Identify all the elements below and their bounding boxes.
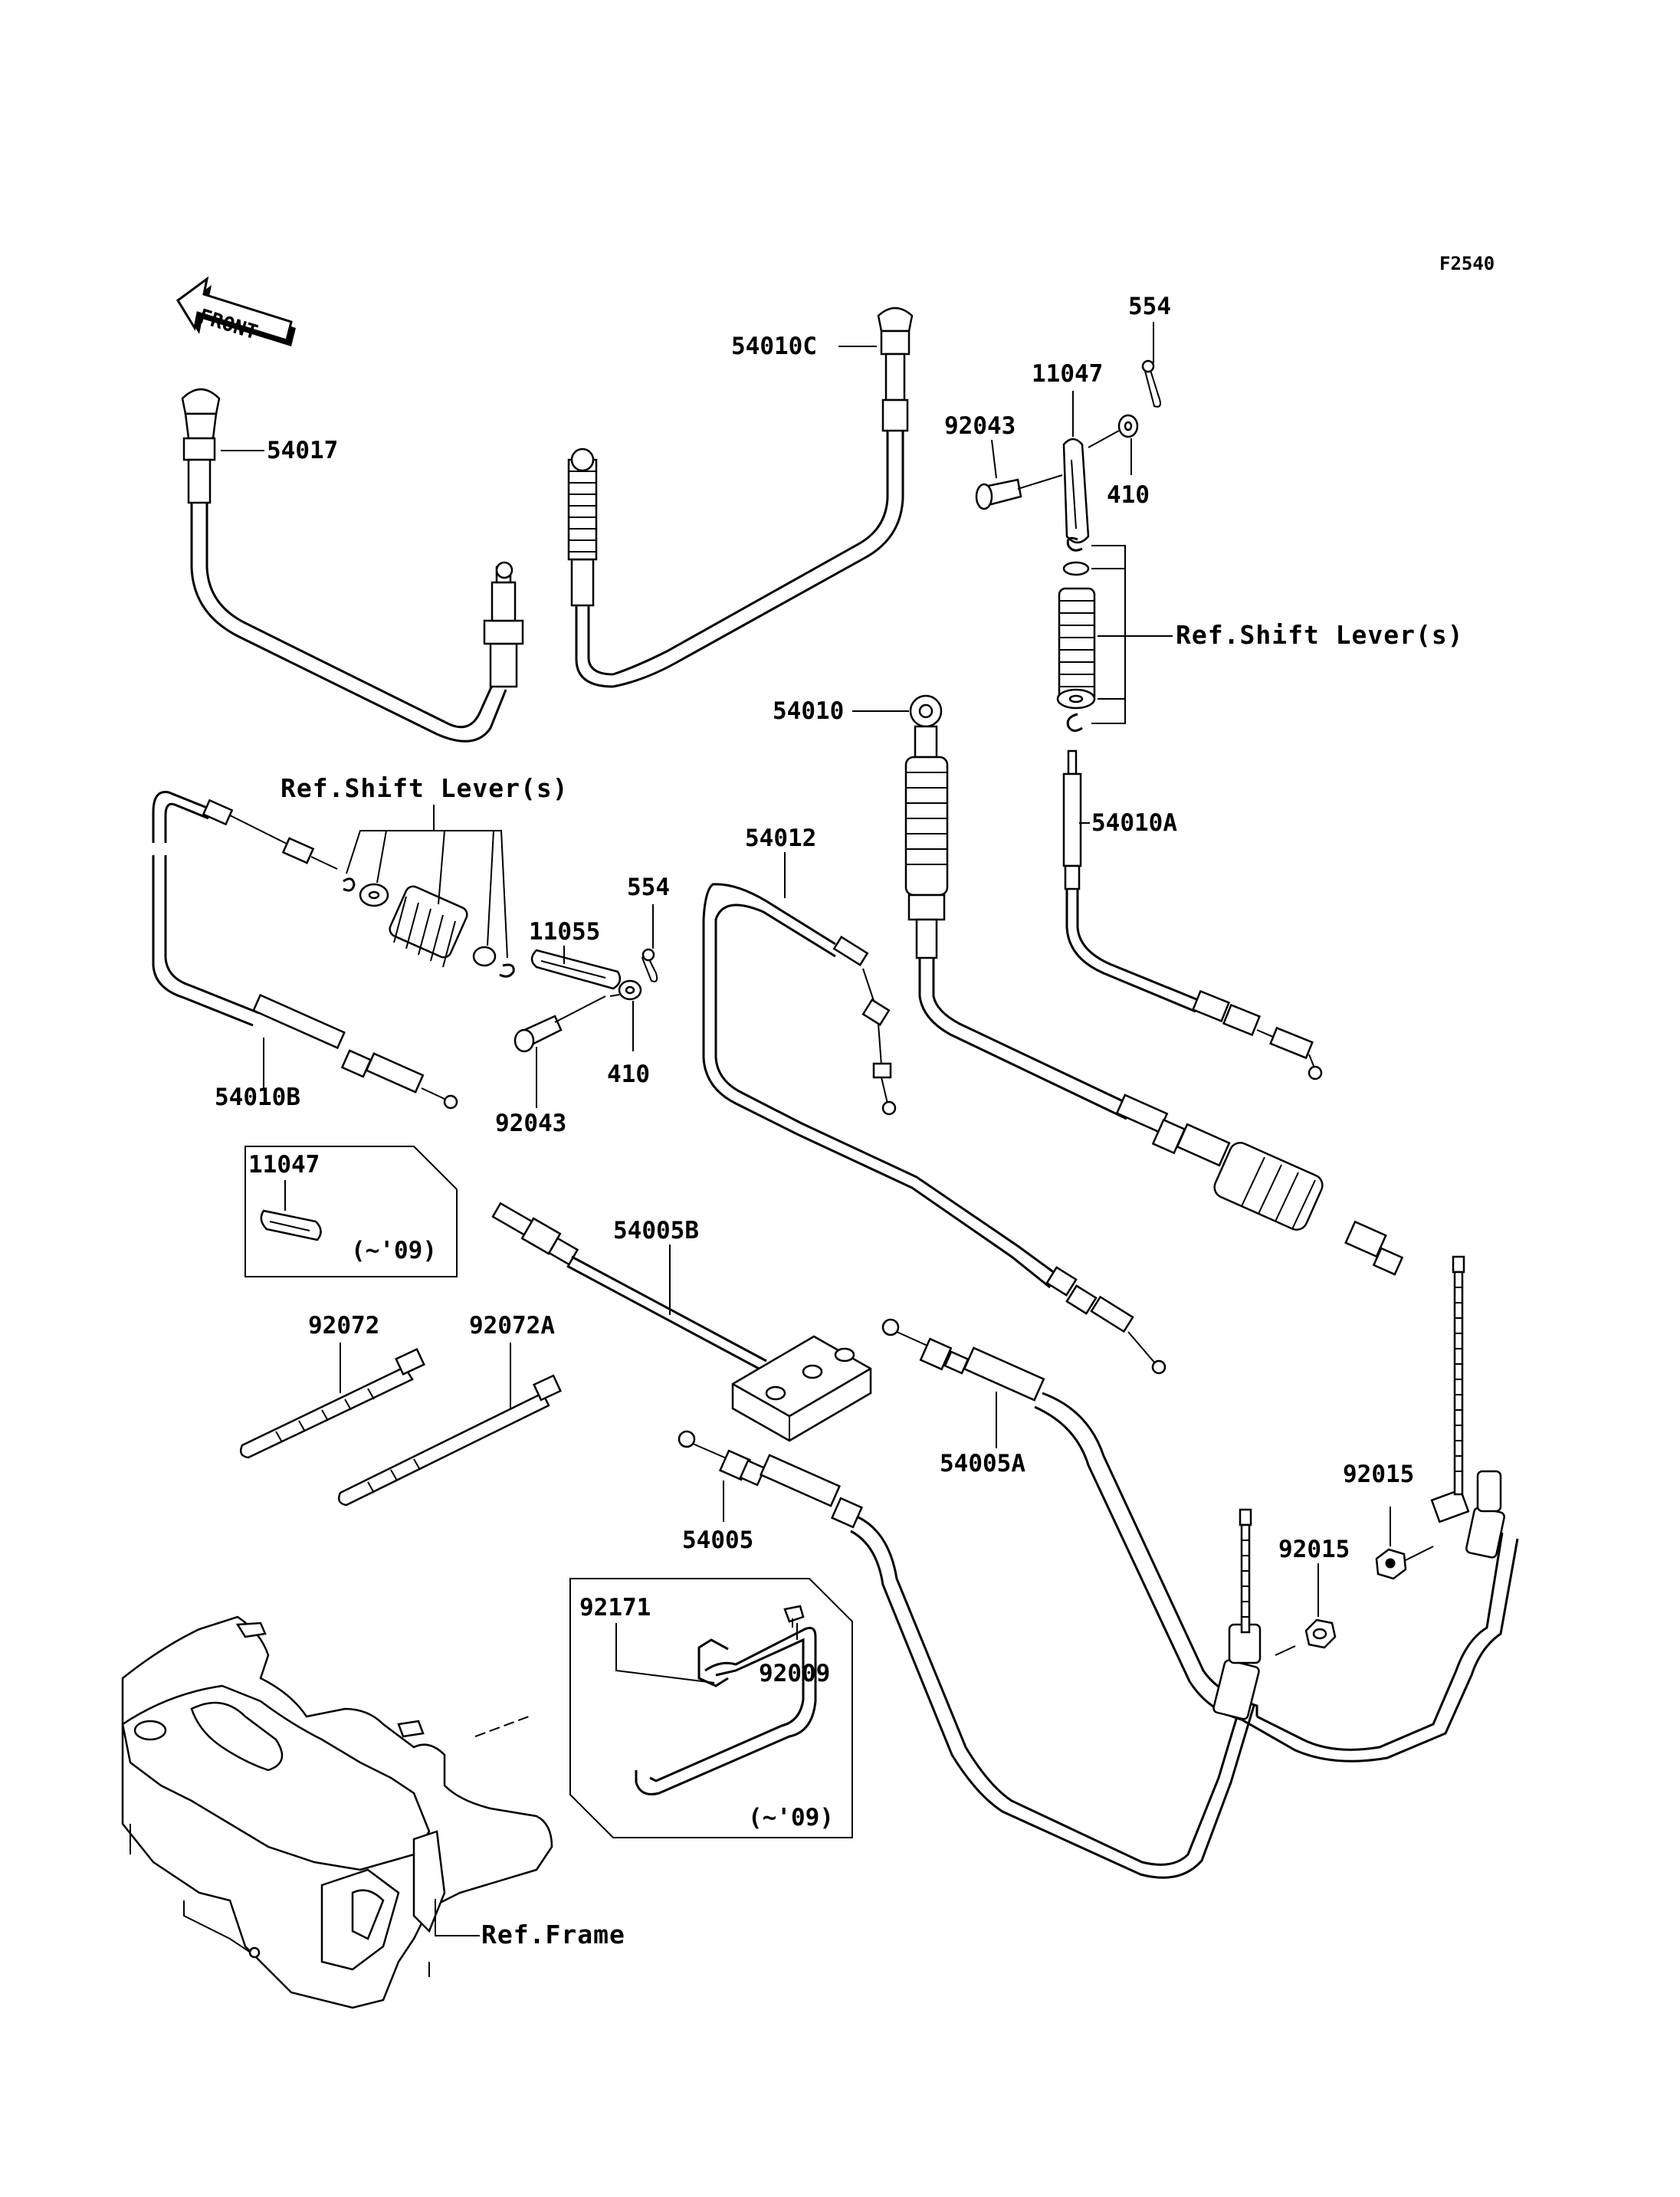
label-410-top: 410 [1107, 481, 1150, 509]
label-54010a: 54010A [1091, 809, 1177, 837]
inset-box-11047 [244, 1146, 458, 1277]
label-92043-top: 92043 [944, 412, 1016, 440]
spring-stack-right [1056, 536, 1096, 732]
label-54012: 54012 [745, 825, 816, 852]
label-54010: 54010 [773, 697, 844, 725]
pin-554-top [1141, 359, 1161, 408]
box1-note: (~'09) [351, 1237, 437, 1264]
pin-92043-mid [514, 1015, 563, 1053]
cable-54017 [181, 388, 524, 743]
label-11047-box: 11047 [248, 1151, 320, 1179]
label-92015-a: 92015 [1343, 1461, 1414, 1488]
label-92171: 92171 [579, 1594, 651, 1622]
label-92009: 92009 [759, 1660, 830, 1687]
label-54005a: 54005A [940, 1450, 1025, 1477]
label-92072a: 92072A [469, 1312, 555, 1340]
nut-92015-a [1375, 1548, 1407, 1580]
label-ref-shift-lever-right: Ref.Shift Lever(s) [1176, 620, 1464, 650]
cable-54010c [567, 307, 914, 688]
cable-54012 [702, 883, 1166, 1375]
pin-92043-top [975, 478, 1022, 510]
label-92072: 92072 [308, 1312, 379, 1340]
cable-junction-block [731, 1335, 872, 1442]
washer-410-top [1117, 414, 1139, 438]
label-54010b: 54010B [215, 1084, 300, 1111]
box2-note: (~'09) [748, 1804, 834, 1831]
spring-stack-left [343, 877, 515, 978]
front-arrow-icon: FRONT [176, 276, 296, 346]
cable-54010b [152, 791, 458, 1110]
lever-11047-top [1062, 438, 1090, 544]
nut-92015-b [1304, 1618, 1337, 1649]
vehicle-frame [121, 1615, 553, 2009]
label-554-top: 554 [1128, 293, 1171, 320]
tie-strap-92072 [240, 1348, 425, 1459]
label-ref-frame: Ref.Frame [481, 1920, 625, 1949]
label-ref-shift-lever-left: Ref.Shift Lever(s) [281, 773, 569, 803]
cable-54005 [678, 1430, 1262, 1879]
label-92043-mid: 92043 [495, 1110, 566, 1137]
pin-554-mid [641, 948, 658, 982]
cable-54010 [904, 694, 1404, 1276]
washer-410-mid [618, 979, 642, 1001]
label-11055: 11055 [529, 918, 600, 946]
label-410-mid: 410 [607, 1061, 650, 1088]
tie-strap-92072a [338, 1374, 562, 1507]
cable-54005a [881, 1255, 1519, 1763]
label-54005: 54005 [682, 1526, 753, 1554]
cable-54010a [1062, 749, 1323, 1080]
label-92015-b: 92015 [1278, 1536, 1350, 1563]
label-54005b: 54005B [613, 1217, 699, 1244]
figure-code: F2540 [1439, 253, 1495, 274]
label-554-mid: 554 [627, 874, 670, 901]
label-54017: 54017 [267, 437, 338, 464]
lever-11055 [530, 949, 622, 990]
label-54010c: 54010C [731, 333, 817, 360]
label-11047-top: 11047 [1032, 360, 1103, 388]
inset-box-92171 [569, 1578, 853, 1838]
